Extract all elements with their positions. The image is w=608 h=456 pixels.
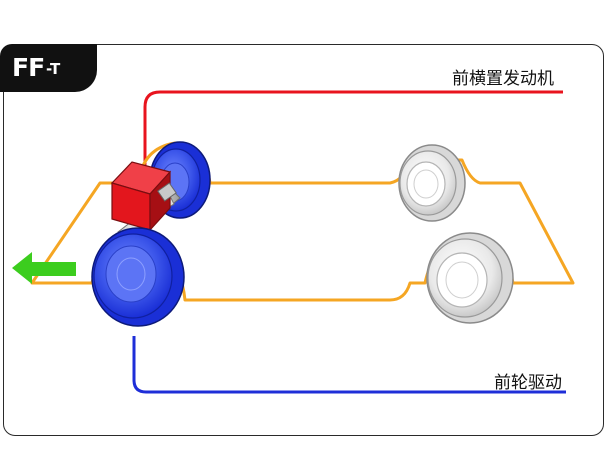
badge-main-text: FF <box>12 53 45 82</box>
drive-label: 前轮驱动 <box>494 373 562 393</box>
badge-sub-text: -T <box>46 60 61 78</box>
diagram-frame <box>3 44 604 436</box>
engine-label: 前横置发动机 <box>452 69 554 89</box>
rear-wheel-icon <box>426 232 514 324</box>
layout-badge: FF -T <box>0 44 97 92</box>
forward-arrow-icon <box>12 252 76 284</box>
rear-wheel-icon <box>398 144 466 222</box>
engine-icon <box>110 161 177 232</box>
drive-callout-line <box>132 336 566 394</box>
front-wheel-icon <box>91 227 185 327</box>
engine-callout-line <box>143 90 563 170</box>
